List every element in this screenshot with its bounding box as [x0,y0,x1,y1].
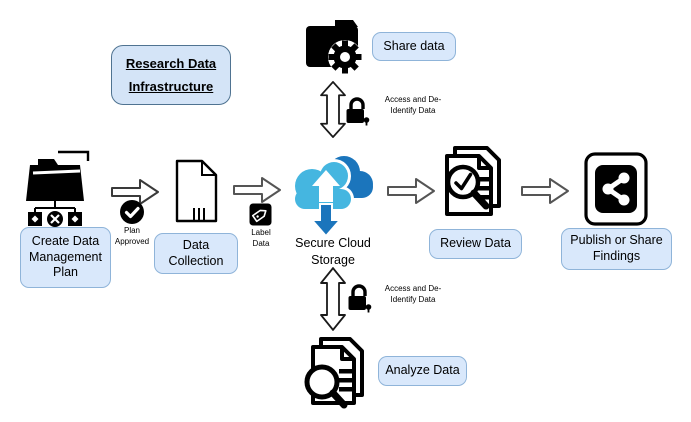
diagram-title: Research Data Infrastructure [111,45,231,105]
right-arrow-icon [231,175,283,205]
analyze-data-label: Analyze Data [385,363,460,378]
secure-cloud-storage-label: Secure Cloud Storage [295,236,371,267]
share-data-label: Share data [383,38,445,53]
checkmark-circle-icon [119,199,145,225]
review-data-node: Review Data [429,229,522,259]
access-deidentify-label-bottom: Access and De-Identify Data [384,284,442,304]
right-arrow-icon [386,176,436,206]
publish-or-share-findings-node: Publish or Share Findings [561,228,672,270]
data-collection-label: Data Collection [168,237,224,268]
create-data-management-plan-node: Create Data Management Plan [20,227,111,288]
diagram-title-text: Research Data Infrastructure [125,55,217,94]
lock-icon [344,96,370,126]
document-magnifier-icon [303,337,371,413]
folder-gear-icon [303,15,365,79]
share-data-node: Share data [372,32,456,61]
right-arrow-icon [110,177,160,207]
cloud-upload-download-icon [288,146,380,238]
lock-icon [346,283,372,313]
double-arrow-up-down-icon [319,81,347,138]
data-plan-folder-icon [24,149,100,229]
share-network-icon [584,152,648,226]
right-arrow-icon [520,176,570,206]
review-data-label: Review Data [440,236,511,251]
tag-icon [249,203,272,226]
create-data-management-plan-label: Create Data Management Plan [29,234,102,280]
document-magnifier-check-icon [441,146,511,224]
plan-approved-label: Plan Approved [114,226,150,246]
analyze-data-node: Analyze Data [378,356,467,386]
document-icon [175,159,218,223]
double-arrow-up-down-icon [319,267,347,331]
publish-or-share-findings-label: Publish or Share Findings [570,233,663,263]
data-collection-node: Data Collection [154,233,238,274]
access-deidentify-label-top: Access and De-Identify Data [384,95,442,115]
label-data-label: Label Data [251,228,271,248]
